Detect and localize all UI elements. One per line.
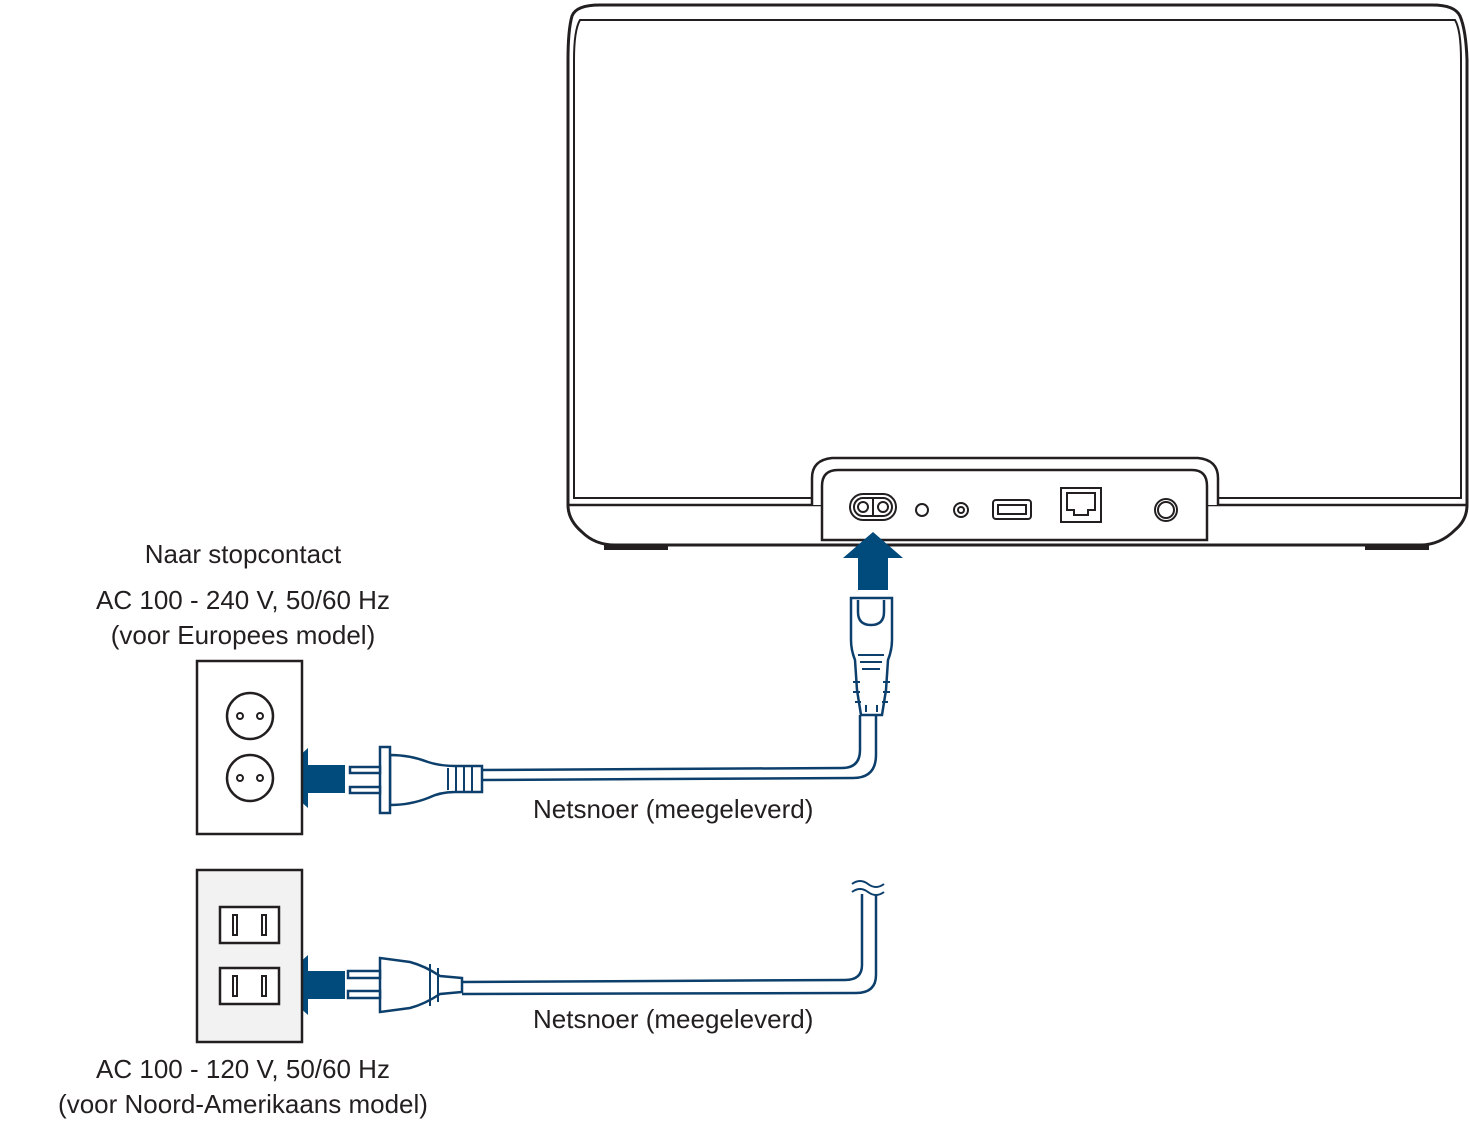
na-power-cord xyxy=(461,894,878,996)
cord-break-symbol xyxy=(851,880,885,896)
power-button-icon xyxy=(1154,498,1178,522)
europlug-socket-icon xyxy=(225,753,275,803)
nema-socket-icon xyxy=(218,966,281,1006)
label-na-model: (voor Noord-Amerikaans model) xyxy=(58,1089,428,1119)
nema-plug xyxy=(346,956,464,1014)
speaker-unit xyxy=(566,3,1469,550)
label-eu-model: (voor Europees model) xyxy=(110,620,376,650)
speaker-outer-shell xyxy=(566,3,1469,547)
europlug xyxy=(348,745,484,815)
usb-port-icon xyxy=(992,499,1032,520)
figure-8-ac-inlet-icon xyxy=(849,493,897,521)
c7-connector-plug xyxy=(849,596,894,717)
nema-socket-icon xyxy=(218,905,281,945)
arrow-to-inlet xyxy=(843,532,903,590)
na-wall-outlet xyxy=(195,868,304,1044)
pin-hole-icon xyxy=(915,503,929,517)
eu-wall-outlet xyxy=(195,659,304,836)
speaker-foot-right xyxy=(1365,545,1429,550)
label-to-outlet: Naar stopcontact xyxy=(144,539,342,569)
speaker-inner-face xyxy=(573,19,1462,499)
europlug-socket-icon xyxy=(225,691,275,741)
label-cord-na: Netsnoer (meegeleverd) xyxy=(533,1004,814,1034)
speaker-foot-left xyxy=(604,545,668,550)
label-na-voltage: AC 100 - 120 V, 50/60 Hz xyxy=(96,1054,390,1084)
eu-power-cord xyxy=(479,715,878,782)
label-eu-voltage: AC 100 - 240 V, 50/60 Hz xyxy=(96,585,390,615)
ethernet-port-icon xyxy=(1060,487,1102,523)
aux-jack-icon xyxy=(953,502,969,518)
label-cord-eu: Netsnoer (meegeleverd) xyxy=(533,794,814,824)
